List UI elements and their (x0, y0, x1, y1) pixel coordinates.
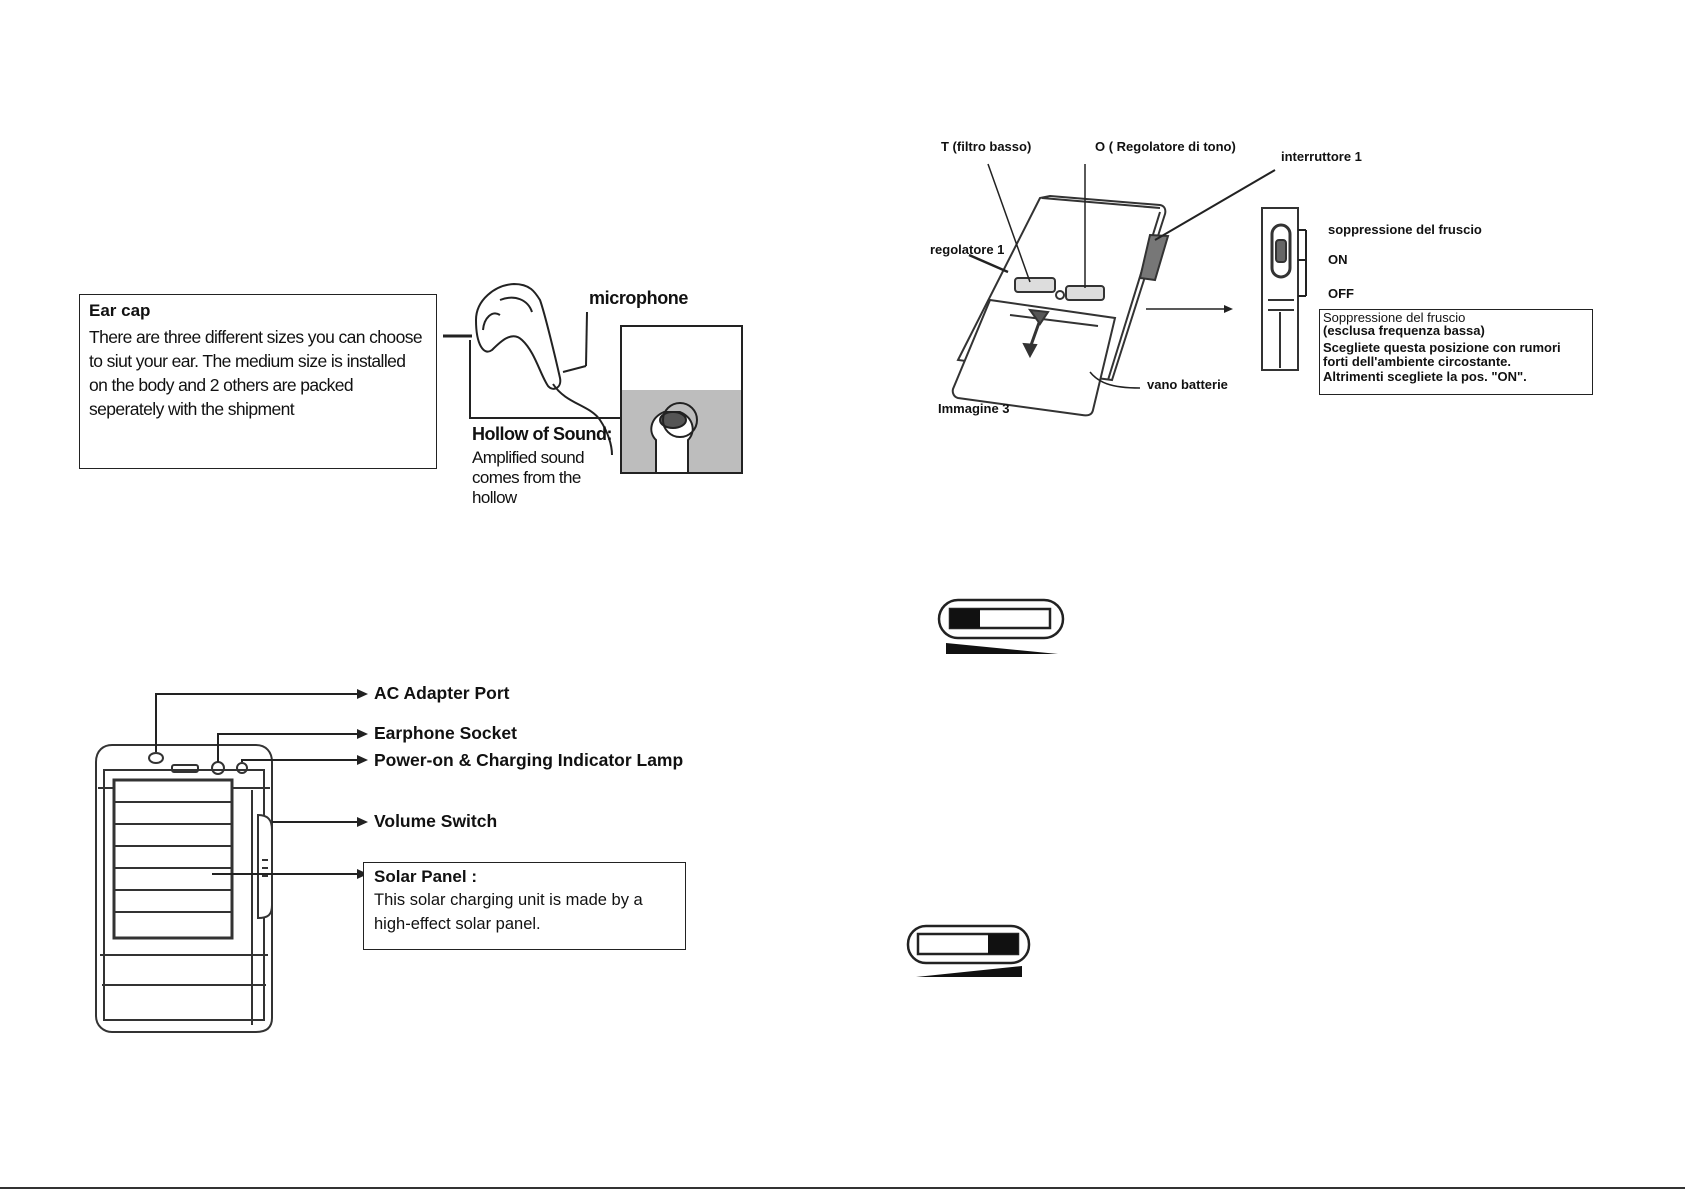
device-back-illustration (951, 163, 1276, 417)
ear-cap-line: There are three different sizes you can … (89, 327, 423, 347)
volume-level-fill (988, 934, 1018, 954)
volume-ramp-decreasing (946, 643, 1058, 654)
volume-indicator-decreasing (937, 598, 1065, 654)
ear-cap-box: Ear cap There are three different sizes … (79, 294, 437, 469)
switch-arrowhead (1224, 305, 1233, 313)
hollow-line: Amplified sound (472, 448, 585, 467)
volume-ramp-increasing (916, 966, 1022, 977)
note-line: forti dell'ambiente circostante. (1323, 354, 1512, 369)
volume-indicator-increasing (906, 924, 1031, 977)
earpiece-illustration (443, 282, 743, 474)
noise-suppression-note-box: Soppressione del fruscio (esclusa freque… (1319, 309, 1593, 395)
o-tone-label: O ( Regolatore di tono) (1095, 139, 1236, 154)
switch1-label: interruttore 1 (1281, 149, 1362, 164)
note-line: Soppressione del fruscio (1323, 310, 1466, 325)
hollow-title: Hollow of Sound: (472, 424, 612, 444)
volume-level-fill (950, 609, 980, 628)
figure-caption: Immagine 3 (938, 401, 1010, 416)
battery-compartment-label: vano batterie (1147, 377, 1228, 392)
ear-cap-title: Ear cap (89, 301, 151, 320)
switch-detail-illustration (1261, 207, 1307, 371)
earphone-socket-label: Earphone Socket (374, 723, 517, 743)
ac-adapter-port-label: AC Adapter Port (374, 683, 510, 703)
indicator-lamp-label: Power-on & Charging Indicator Lamp (374, 750, 684, 770)
ear-cap-line: on the body and 2 others are packed (89, 375, 354, 395)
position-off-label: OFF (1328, 286, 1354, 301)
solar-panel-title: Solar Panel : (374, 867, 477, 886)
note-line: (esclusa frequenza bassa) (1323, 323, 1485, 338)
ear-cap-line: seperately with the shipment (89, 399, 295, 419)
note-line: Scegliete questa posizione con rumori (1323, 340, 1561, 355)
microphone-label: microphone (589, 288, 689, 308)
position-noise-label: soppressione del fruscio (1328, 222, 1482, 237)
solar-panel-line: high-effect solar panel. (374, 915, 541, 933)
regulator1-label: regolatore 1 (930, 242, 1005, 257)
leader-arrowheads (357, 689, 368, 879)
note-line: Altrimenti scegliete la pos. "ON". (1323, 369, 1527, 384)
solar-device-illustration (95, 693, 357, 1033)
solar-panel-line: This solar charging unit is made by a (374, 891, 643, 909)
hollow-line: hollow (472, 488, 517, 507)
volume-switch-label: Volume Switch (374, 811, 498, 831)
position-on-label: ON (1328, 252, 1348, 267)
hollow-line: comes from the (472, 468, 581, 487)
ear-cap-line: to siut your ear. The medium size is ins… (89, 351, 406, 371)
solar-panel-box: Solar Panel : This solar charging unit i… (363, 862, 686, 950)
t-filter-label: T (filtro basso) (941, 139, 1032, 154)
